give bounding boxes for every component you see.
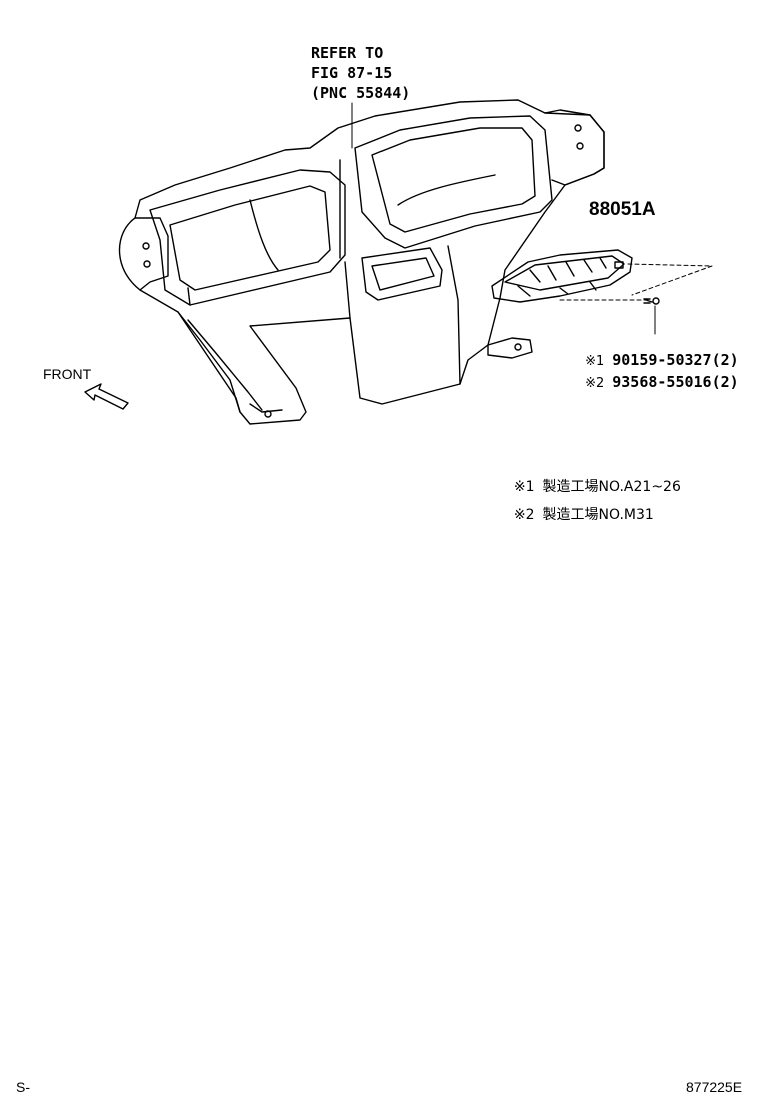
refer-line-3: (PNC 55844) [311, 84, 411, 102]
note-text: 製造工場NO.M31 [542, 507, 654, 523]
left-vent-outer [149, 169, 346, 306]
right-vent-inner [371, 127, 536, 233]
left-vent-inner [169, 185, 331, 291]
parts-list-number: 90159-50327(2) [612, 351, 739, 369]
parts-list-mark: ※2 [585, 376, 605, 391]
center-window [361, 247, 443, 301]
switch-module [491, 249, 633, 303]
console-outline [118, 99, 605, 425]
note-line: ※1 製造工場NO.A21~26 [505, 466, 681, 494]
refer-line-1: REFER TO [311, 44, 384, 62]
front-arrow-icon [84, 383, 129, 410]
parts-list-item: ※2 93568-55016(2) [567, 360, 739, 391]
screw [645, 299, 653, 303]
footer-right: 877225E [686, 1079, 743, 1095]
note-line: ※2 製造工場NO.M31 [505, 494, 654, 522]
note-mark: ※2 [513, 507, 535, 523]
parts-list-mark: ※1 [585, 354, 605, 369]
parts-list-number: 93568-55016(2) [612, 373, 739, 391]
bottom-right-tab [487, 337, 533, 359]
front-label: FRONT [43, 366, 92, 382]
left-bracket [134, 217, 169, 291]
right-vent-outer [354, 115, 553, 249]
note-text: 製造工場NO.A21~26 [542, 479, 681, 495]
footer-left: S- [16, 1079, 30, 1095]
refer-line-2: FIG 87-15 [311, 64, 393, 82]
note-mark: ※1 [513, 479, 535, 495]
parts-list-item: ※1 90159-50327(2) [567, 338, 739, 369]
part-number-label: 88051A [589, 199, 656, 220]
